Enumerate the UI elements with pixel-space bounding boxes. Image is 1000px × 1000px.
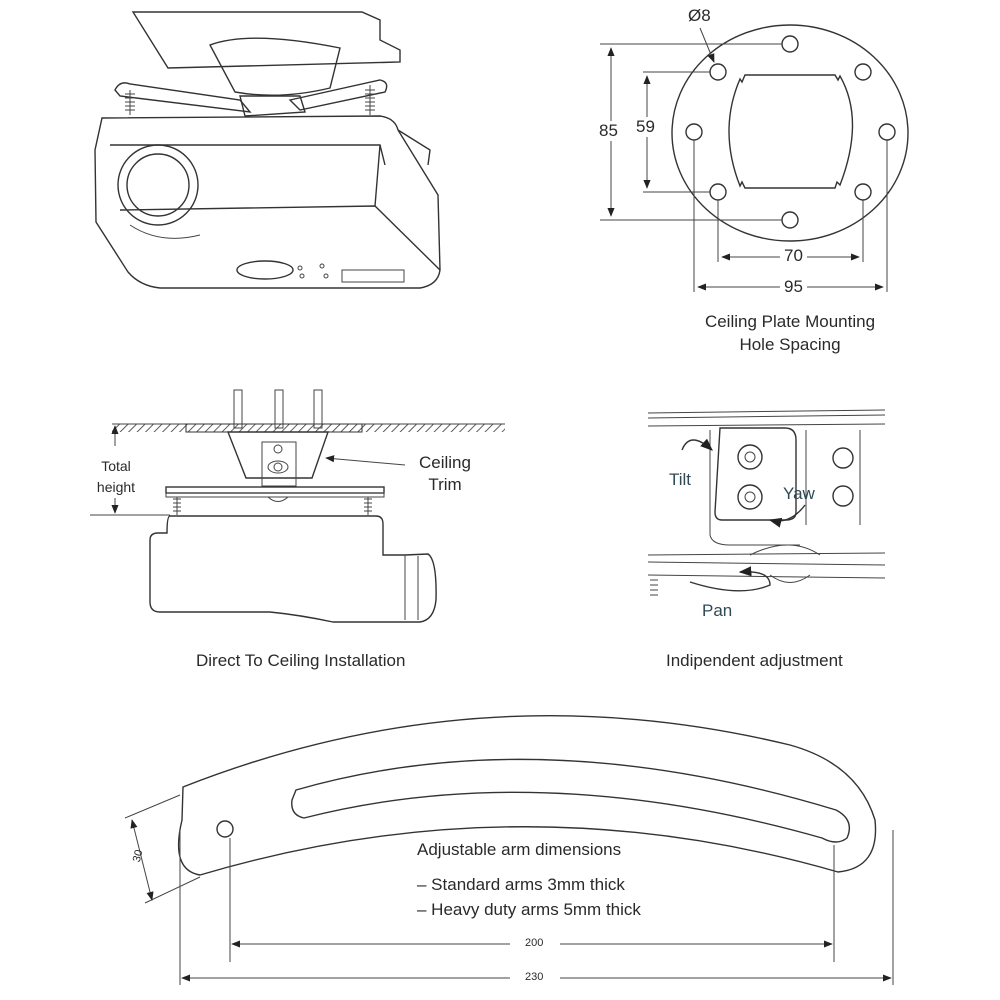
pan-arrow [689, 566, 771, 592]
projector-lens-outer [117, 144, 199, 226]
bolt-upper [737, 444, 763, 470]
total-height-label: Total height [92, 456, 140, 498]
projector-side-body [149, 515, 437, 623]
ceiling-trim-line1: Ceiling [419, 453, 471, 472]
total-height-line2: height [96, 479, 136, 495]
yaw-arrow [768, 504, 806, 528]
dim-70-label: 70 [780, 246, 807, 266]
total-height-line1: Total [101, 458, 131, 474]
arm-note-standard: – Standard arms 3mm thick [417, 875, 625, 894]
ceiling-trim-leader [325, 455, 406, 466]
arm-title: Adjustable arm dimensions [417, 840, 622, 859]
projector-lens-inner [126, 153, 190, 217]
ceiling-trim-label: Ceiling Trim [410, 452, 480, 496]
tilt-bracket [714, 427, 797, 521]
projector-body [94, 115, 441, 289]
tilt-arrow [681, 438, 713, 451]
ceiling-plate-caption: Ceiling Plate Mounting Hole Spacing [680, 310, 900, 356]
dim-85-label: 85 [599, 121, 618, 141]
ceiling-trim [226, 431, 329, 479]
ceiling-trim-line2: Trim [428, 475, 462, 494]
tilt-label: Tilt [669, 470, 692, 489]
dim-30-line [130, 819, 154, 901]
dim-59-label: 59 [636, 117, 655, 137]
ceiling-hatch [112, 424, 505, 432]
bolt-2 [274, 389, 284, 429]
bolt-3 [313, 389, 323, 429]
arm-note-heavy: – Heavy duty arms 5mm thick [417, 900, 641, 919]
arm-slot [291, 758, 851, 843]
mounting-holes [685, 35, 896, 229]
hole-upper-right [854, 63, 872, 81]
hole-diameter-label: Ø8 [688, 6, 711, 25]
pan-label: Pan [702, 601, 733, 620]
control-panel [236, 260, 294, 280]
hole-bottom [781, 211, 799, 229]
hole-right [878, 123, 896, 141]
vent-panel [341, 269, 405, 283]
adjustable-arm-diagram [124, 715, 894, 985]
direct-ceiling-caption: Direct To Ceiling Installation [196, 651, 406, 670]
spring-right [365, 85, 375, 115]
dim-200-label: 200 [525, 937, 544, 949]
ceiling-plate-diagram [600, 24, 909, 292]
adjustment-caption: Indipendent adjustment [666, 651, 843, 670]
ceiling-plate-iso [131, 11, 401, 69]
hole-left [685, 123, 703, 141]
hole-upper-left [709, 63, 727, 81]
mount-arm-left [114, 82, 252, 113]
ceiling-plate-caption-line1: Ceiling Plate Mounting [704, 312, 876, 331]
ceiling-plate-caption-line2: Hole Spacing [739, 335, 841, 354]
hole-diameter-leader [699, 27, 715, 63]
hole-top [781, 35, 799, 53]
hole-lower-left [709, 183, 727, 201]
adjustment-diagram [647, 409, 886, 596]
yaw-label: Yaw [783, 484, 815, 503]
bolt-1 [233, 389, 243, 429]
arm-mount-hole [216, 820, 234, 838]
bolt-lower [737, 484, 763, 510]
dim-95-label: 95 [780, 277, 807, 297]
arm-outline [177, 715, 877, 876]
plate-center-cutout [728, 74, 854, 189]
hole-lower-right [854, 183, 872, 201]
mount-arm-right [288, 79, 388, 111]
mount-cone [209, 37, 341, 96]
direct-ceiling-diagram [90, 389, 505, 623]
spring-left [125, 90, 135, 115]
dim-230-label: 230 [525, 971, 544, 983]
plate-outline [671, 24, 909, 242]
projector-iso-drawing [94, 11, 441, 289]
